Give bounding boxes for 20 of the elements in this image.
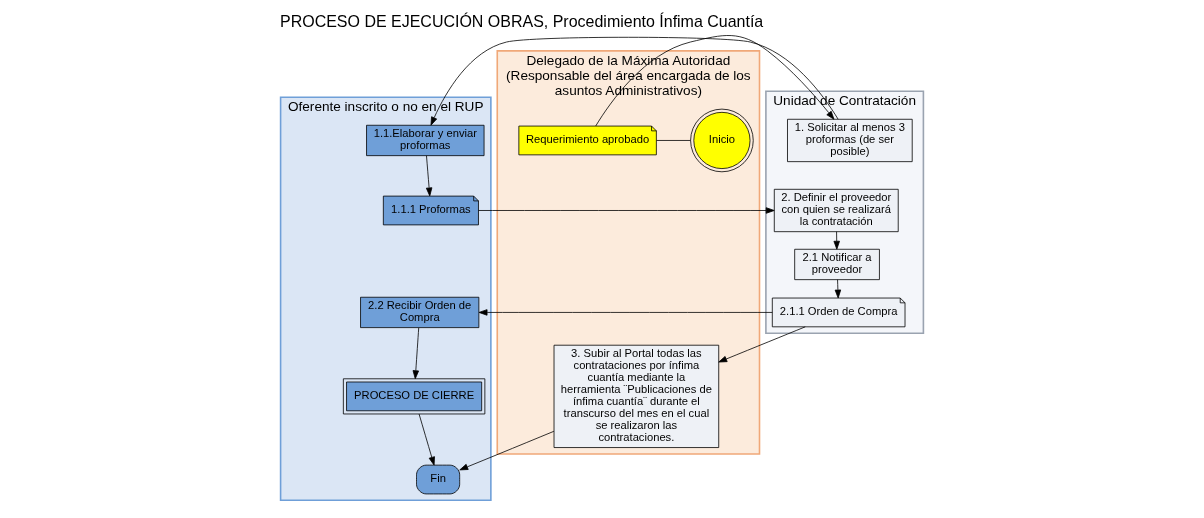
arrow: [833, 231, 840, 250]
connector: [656, 140, 691, 141]
arrow: [430, 36, 839, 126]
arrow: [418, 413, 435, 466]
node-box: 1.1.Elaborar y enviar proformas: [366, 124, 485, 157]
arrow: [595, 35, 835, 127]
node-box: Fin: [416, 464, 461, 495]
node-box: 3. Subir al Portal todas las contrataciones por ínfima cuantía mediante la herramienta ¨Publicaciones de ínfima cuantía¨ durante el transcurso del mes en el cual se realizaron las contrataciones.: [553, 344, 720, 448]
node-box: 1. Solicitar al menos 3 proformas (de ser posible): [787, 118, 913, 163]
arrow: [425, 155, 433, 197]
arrow: [412, 327, 420, 380]
arrow: [834, 279, 842, 299]
diagram-title: PROCESO DE EJECUCIÓN OBRAS, Procedimiento Ínfima Cuantía: [280, 13, 764, 31]
node-box: 2.2 Recibir Orden de Compra: [360, 296, 480, 328]
arrow: [478, 309, 773, 316]
arrow: [718, 326, 806, 363]
node-box: 2.1 Notificar a proveedor: [794, 248, 880, 281]
arrow: [459, 430, 555, 471]
arrow: [478, 207, 775, 214]
node-box: 2. Definir el proveedor con quien se realizará la contratación: [773, 188, 899, 233]
